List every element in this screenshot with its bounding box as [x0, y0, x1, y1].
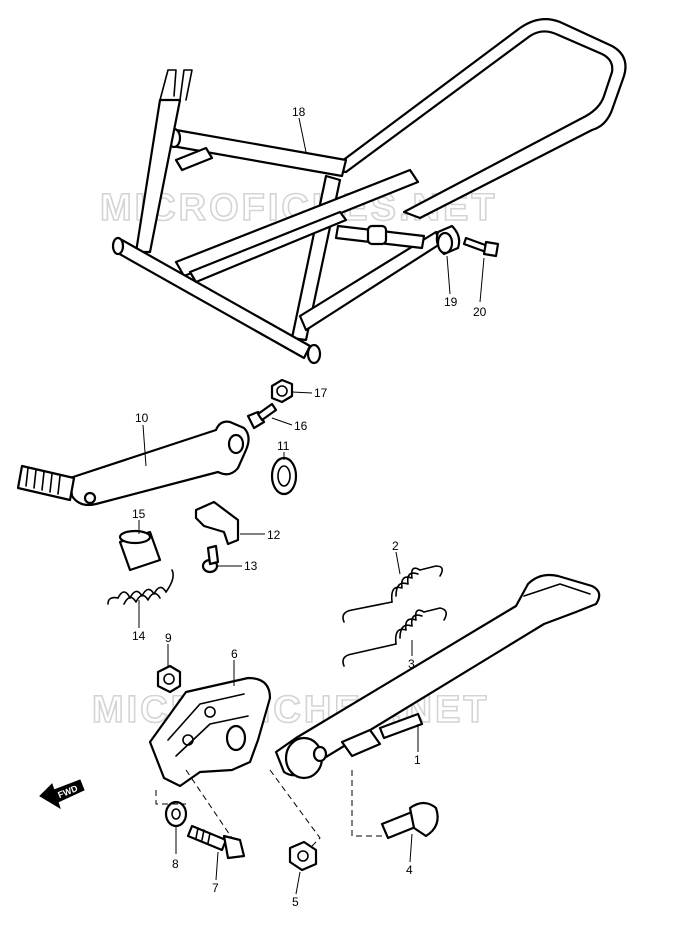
part-12-bracket: [194, 500, 240, 546]
callout-15: 15: [132, 507, 146, 521]
callout-11: 11: [277, 439, 290, 453]
part-17-nut: [270, 378, 294, 404]
assembly-dashed-lines: [155, 769, 388, 847]
callout-9: 9: [165, 631, 172, 645]
leader-lines: [138, 117, 485, 895]
part-13-screw: [201, 544, 220, 574]
part-6-side-stand-bracket: [148, 676, 272, 788]
callout-14: 14: [132, 629, 146, 643]
callout-17: 17: [314, 386, 328, 400]
callout-20: 20: [473, 305, 487, 319]
part-20-bolt: [462, 236, 500, 258]
part-7-bolt: [186, 824, 246, 860]
part-2-spring: [342, 565, 444, 623]
callout-8: 8: [172, 857, 179, 871]
part-18-stand-frame: [111, 17, 627, 365]
callout-12: 12: [267, 528, 281, 542]
callout-5: 5: [292, 895, 299, 909]
part-19-bushing: [435, 224, 461, 256]
callout-6: 6: [231, 647, 238, 661]
callout-2: 2: [392, 539, 399, 553]
callout-19: 19: [444, 295, 458, 309]
callout-1: 1: [414, 753, 421, 767]
part-1-side-stand: [274, 573, 601, 780]
part-11-washer-hole: [277, 465, 291, 487]
part-14-spring: [107, 569, 174, 605]
callout-4: 4: [406, 863, 413, 877]
part-8-washer-hole: [171, 808, 181, 820]
part-11-washer: [270, 456, 298, 496]
watermark-bottom: MICROFICHES.NET: [92, 689, 490, 731]
part-4-pivot-bolt: [380, 801, 439, 840]
part-3-spring: [342, 607, 448, 667]
callout-16: 16: [294, 419, 308, 433]
fwd-direction-arrow: FWD: [39, 779, 85, 810]
part-16-bolt: [246, 402, 278, 430]
part-10-brake-pedal: [16, 420, 250, 507]
part-15-sleeve: [118, 529, 162, 572]
callout-10: 10: [135, 411, 149, 425]
callout-3: 3: [408, 657, 415, 671]
callout-13: 13: [244, 559, 258, 573]
callout-7: 7: [212, 881, 219, 895]
callout-18: 18: [292, 105, 306, 119]
part-9-nut: [156, 664, 182, 694]
part-5-nut: [288, 840, 318, 872]
part-8-washer: [164, 800, 188, 828]
